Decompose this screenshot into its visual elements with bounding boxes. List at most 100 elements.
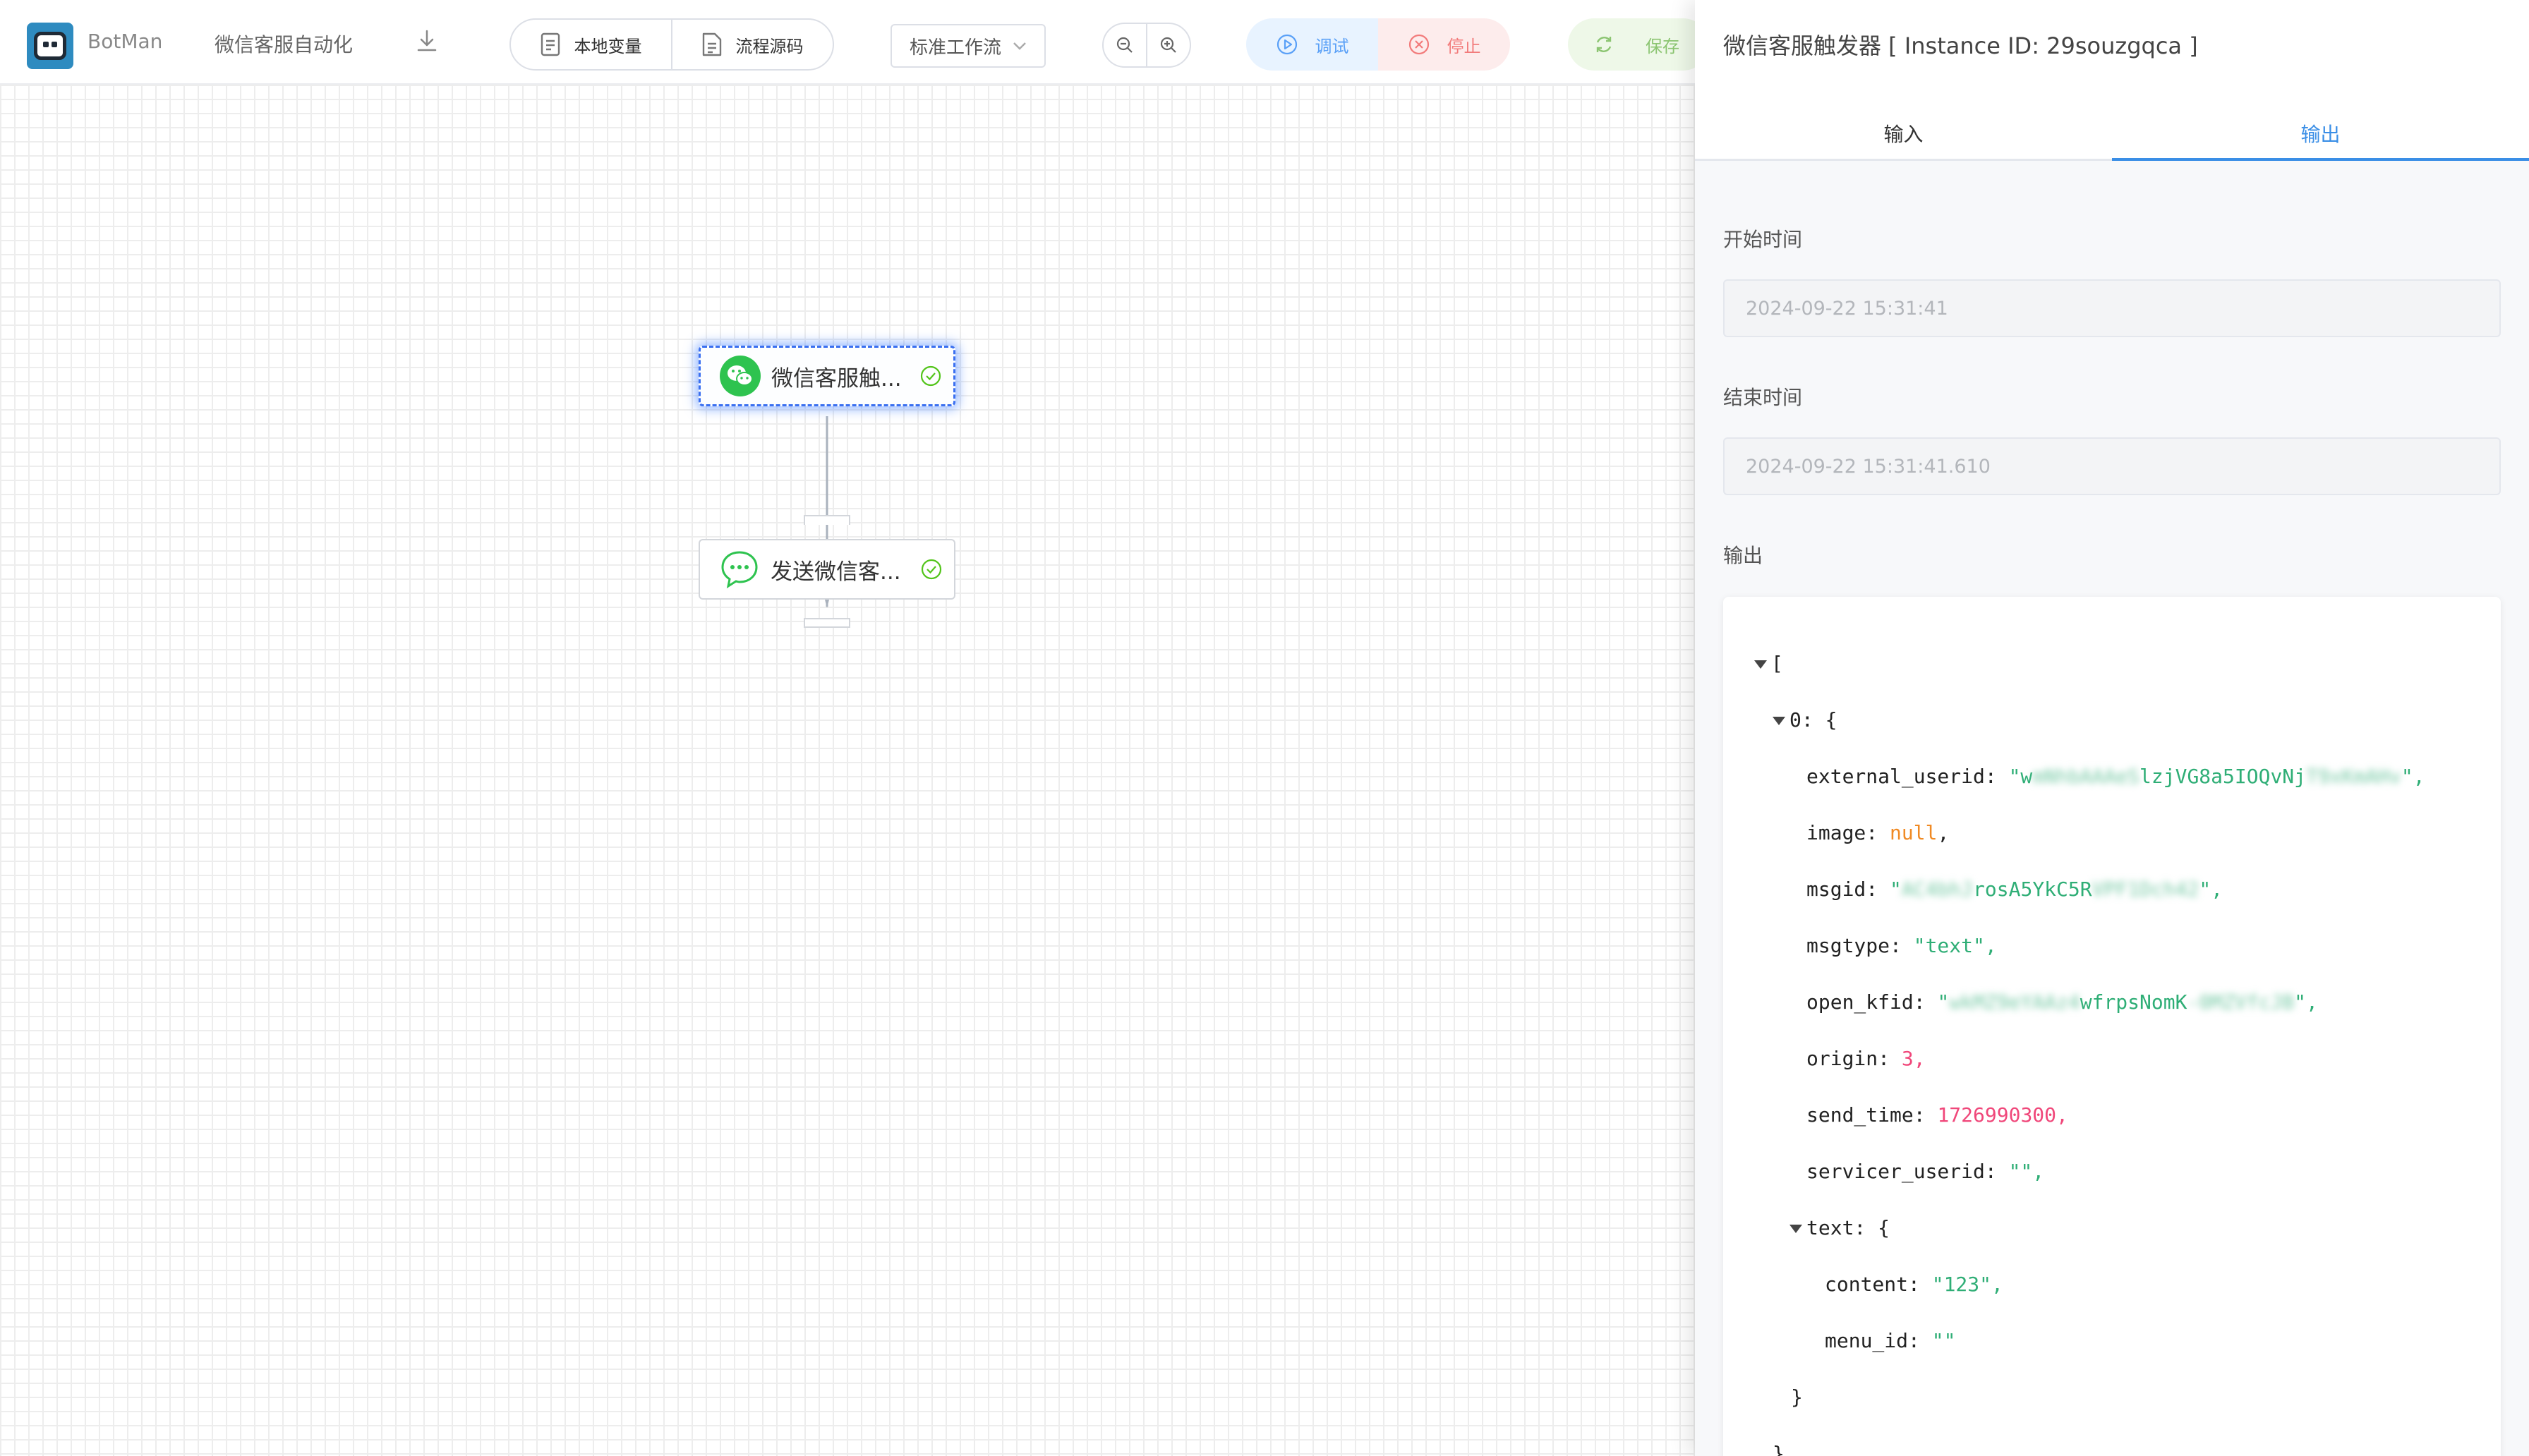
json-root-line[interactable]: [ (1754, 652, 1783, 675)
play-circle-icon (1276, 34, 1297, 55)
redacted-text: wkMZ9eYAAz4 (1949, 990, 2080, 1014)
json-string: "", (2008, 1160, 2045, 1183)
wechat-icon (720, 356, 761, 396)
json-key: msgid: (1806, 878, 1878, 901)
download-icon[interactable] (415, 28, 439, 54)
redacted-text: VPF1Dch42 (2092, 878, 2199, 901)
json-brace: { (1878, 1216, 1890, 1239)
json-string: " (1890, 878, 1902, 901)
end-time-label: 结束时间 (1723, 386, 1803, 409)
json-string: "123", (1931, 1273, 2003, 1296)
workflow-canvas[interactable]: 微信客服触... 发送微信客... (0, 85, 1695, 1456)
success-check-icon (921, 559, 942, 580)
end-time-field[interactable]: 2024-09-22 15:31:41.610 (1723, 437, 2501, 495)
wechat-trigger-node[interactable]: 微信客服触... (699, 346, 955, 406)
output-label: 输出 (1723, 544, 1763, 567)
chevron-down-icon (1013, 42, 1026, 50)
tab-output[interactable]: 输出 (2112, 107, 2529, 161)
json-string: ", (2294, 990, 2318, 1014)
json-key: menu_id: (1825, 1329, 1920, 1352)
collapse-triangle-icon[interactable] (1789, 1225, 1802, 1233)
debug-label: 调试 (1315, 36, 1349, 56)
json-key: text: (1806, 1216, 1866, 1239)
success-check-icon (920, 365, 941, 387)
json-row-menu-id: menu_id: "" (1825, 1329, 1955, 1352)
json-item-line[interactable]: 0: { (1773, 708, 1837, 732)
zoom-out-icon (1116, 37, 1133, 53)
json-string: " (1937, 990, 1950, 1014)
json-row-text[interactable]: text: { (1789, 1216, 1890, 1239)
json-string: "text", (1913, 934, 1997, 957)
collapse-triangle-icon[interactable] (1773, 717, 1785, 725)
redacted-text: T9xKmAHv (2306, 765, 2401, 788)
json-string: "" (1931, 1329, 1956, 1352)
node-label: 微信客服触... (771, 365, 902, 392)
panel-tabs: 输入 输出 (1695, 107, 2529, 161)
zoom-controls (1102, 23, 1191, 68)
run-controls: 调试 停止 (1246, 18, 1510, 71)
project-title[interactable]: 微信客服自动化 (215, 33, 354, 56)
json-key: content: (1825, 1273, 1920, 1296)
refresh-icon (1596, 37, 1612, 52)
zoom-in-button[interactable] (1146, 24, 1190, 66)
json-key: send_time: (1806, 1103, 1926, 1127)
json-string: ", (2401, 765, 2425, 788)
local-variables-label: 本地变量 (574, 36, 642, 56)
json-row-external-userid: external_userid: "wmNhbAAAeSlzjVG8a5IOQv… (1806, 765, 2425, 788)
json-key: 0: (1789, 708, 1813, 732)
json-number: 1726990300, (1937, 1103, 2068, 1127)
tab-input[interactable]: 输入 (1883, 122, 1924, 146)
json-string: rosA5YkC5R (1973, 878, 2092, 901)
start-time-field[interactable]: 2024-09-22 15:31:41 (1723, 279, 2501, 337)
close-circle-icon (1408, 34, 1429, 55)
flow-source-button[interactable]: 流程源码 (671, 20, 833, 69)
json-brace-close: } (1791, 1385, 1803, 1409)
json-row-content: content: "123", (1825, 1273, 2003, 1296)
top-toolbar: BotMan 微信客服自动化 本地变量 流程源码 标准工作流 调试 (0, 0, 1709, 85)
json-row-image: image: null, (1806, 821, 1950, 844)
file-code-icon (702, 32, 721, 56)
panel-header: 微信客服触发器 [ Instance ID: 29souzgqca ] 输入 输… (1695, 0, 2529, 161)
flow-source-label: 流程源码 (735, 36, 804, 56)
workflow-type-select[interactable]: 标准工作流 (891, 24, 1046, 68)
json-string: lzjVG8a5IOQvNj (2139, 765, 2307, 788)
redacted-text: mNhbAAAeS (2032, 765, 2140, 788)
json-key: image: (1806, 821, 1878, 844)
zoom-out-button[interactable] (1104, 24, 1146, 66)
chat-bubble-icon (721, 551, 758, 589)
json-key: origin: (1806, 1047, 1890, 1070)
collapse-triangle-icon[interactable] (1754, 660, 1767, 669)
send-wechat-message-node[interactable]: 发送微信客... (699, 539, 955, 600)
save-button[interactable]: 保存 (1568, 18, 1709, 71)
redacted-text: AC4bhJ (1901, 878, 1974, 901)
node-input-port[interactable] (804, 515, 850, 525)
json-bracket: [ (1771, 652, 1783, 675)
stop-label: 停止 (1447, 36, 1481, 56)
variables-button-group: 本地变量 流程源码 (509, 18, 834, 71)
json-row-msgid: msgid: "AC4bhJrosA5YkC5RVPF1Dch42", (1806, 878, 2223, 901)
workflow-type-value: 标准工作流 (909, 37, 1001, 59)
zoom-in-icon (1160, 37, 1176, 53)
json-brace: { (1825, 708, 1837, 732)
brand-name: BotMan (87, 30, 163, 53)
node-detail-panel: 微信客服触发器 [ Instance ID: 29souzgqca ] 输入 输… (1695, 0, 2529, 1456)
json-key: msgtype: (1806, 934, 1902, 957)
stop-button[interactable]: 停止 (1378, 18, 1510, 71)
node-input-port[interactable] (804, 618, 850, 628)
document-icon (541, 32, 560, 56)
json-row-origin: origin: 3, (1806, 1047, 1926, 1070)
save-label: 保存 (1646, 36, 1679, 56)
json-string: wfrpsNomK (2080, 990, 2187, 1014)
json-null: null (1890, 821, 1938, 844)
json-row-msgtype: msgtype: "text", (1806, 934, 1997, 957)
json-number: 3, (1901, 1047, 1926, 1070)
json-key: open_kfid: (1806, 990, 1926, 1014)
node-label: 发送微信客... (771, 559, 901, 585)
start-time-label: 开始时间 (1723, 228, 1803, 251)
json-string: ", (2199, 878, 2223, 901)
local-variables-button[interactable]: 本地变量 (511, 20, 671, 69)
debug-button[interactable]: 调试 (1246, 18, 1378, 71)
json-output-viewer[interactable]: [ 0: { external_userid: "wmNhbAAAeSlzjVG… (1723, 597, 2501, 1456)
botman-logo-icon[interactable] (27, 23, 73, 69)
json-row-servicer-userid: servicer_userid: "", (1806, 1160, 2044, 1183)
